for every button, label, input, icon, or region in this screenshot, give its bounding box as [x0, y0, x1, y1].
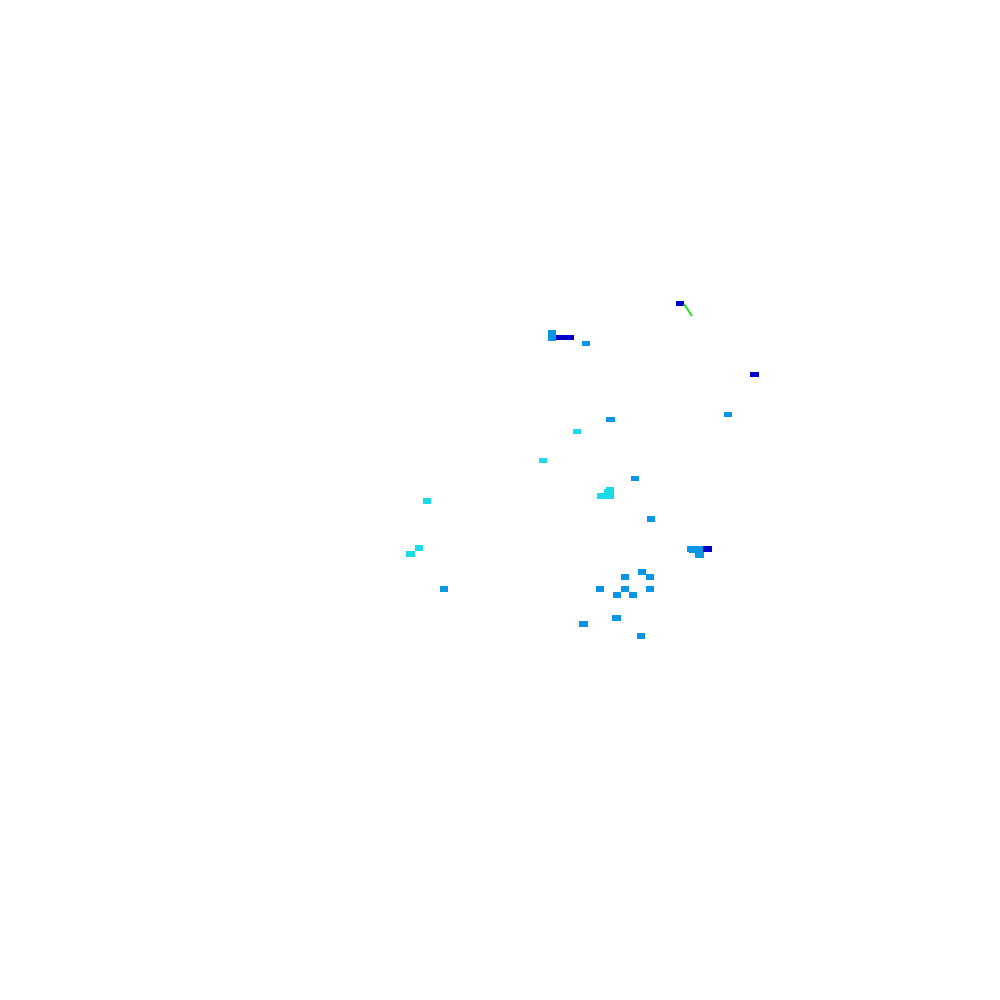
square-mark — [621, 574, 629, 580]
square-mark — [621, 586, 629, 592]
square-mark — [556, 335, 574, 340]
square-mark — [604, 489, 612, 494]
square-mark — [629, 592, 637, 598]
square-mark — [582, 341, 590, 346]
square-mark — [695, 552, 704, 558]
square-mark — [724, 412, 732, 417]
square-mark — [646, 574, 654, 580]
square-mark — [423, 498, 431, 504]
square-mark — [597, 493, 614, 499]
square-mark — [750, 372, 759, 377]
square-mark — [637, 633, 645, 639]
square-mark — [631, 476, 639, 481]
square-mark — [596, 586, 604, 592]
square-mark — [440, 586, 448, 592]
square-mark — [539, 458, 547, 463]
square-mark — [613, 592, 621, 598]
square-mark — [573, 429, 581, 434]
square-mark — [638, 569, 646, 575]
square-mark — [579, 621, 588, 627]
square-mark — [410, 551, 414, 555]
square-mark — [552, 333, 556, 337]
square-mark — [703, 546, 712, 552]
square-mark — [606, 417, 615, 422]
square-mark — [608, 494, 612, 498]
square-mark — [647, 516, 655, 522]
square-mark — [646, 586, 654, 592]
line-segment-mark — [683, 303, 693, 317]
square-mark — [697, 549, 702, 553]
square-mark — [689, 549, 695, 553]
square-mark — [601, 494, 605, 498]
square-mark — [676, 301, 684, 306]
square-mark — [415, 545, 423, 551]
square-mark — [612, 615, 621, 621]
